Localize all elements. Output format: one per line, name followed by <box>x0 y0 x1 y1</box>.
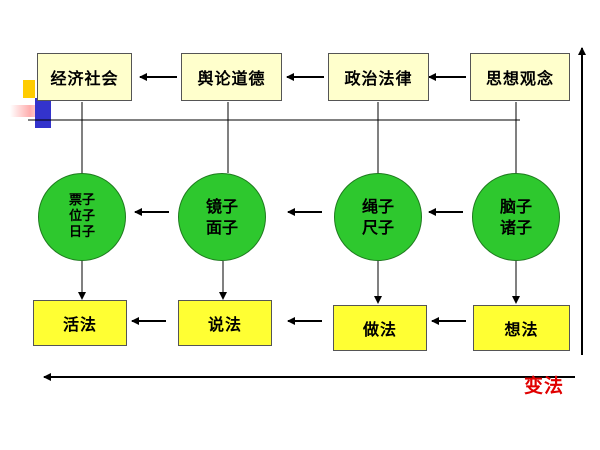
bottom-box-label: 活法 <box>62 315 97 334</box>
decorative-accent <box>10 80 520 128</box>
circle-line: 诸子 <box>499 218 532 237</box>
top-box-economy-society: 经济社会 <box>37 53 132 101</box>
bottom-box-way-of-doing: 做法 <box>333 305 427 351</box>
circle-brain-masters: 脑子 诸子 <box>472 173 560 261</box>
top-box-label: 思想观念 <box>485 69 554 88</box>
bottom-box-way-of-thinking: 想法 <box>473 305 570 351</box>
circle-line: 面子 <box>205 218 238 237</box>
circle-line: 票子 <box>68 193 95 208</box>
circle-line: 镜子 <box>205 197 238 216</box>
vertical-arrows-bottom <box>78 261 520 304</box>
bottom-box-label: 说法 <box>207 315 242 334</box>
top-box-label: 政治法律 <box>344 69 413 88</box>
bottom-box-way-of-saying: 说法 <box>178 300 272 346</box>
bottom-box-label: 想法 <box>504 320 539 339</box>
deco-yellow-block <box>23 80 35 98</box>
deco-blue-block <box>35 98 51 128</box>
top-box-label: 舆论道德 <box>197 69 266 88</box>
circle-money-position-life: 票子 位子 日子 <box>38 173 126 261</box>
circle-mirror-face: 镜子 面子 <box>178 173 266 261</box>
circle-line: 位子 <box>68 209 95 224</box>
change-method-label: 变法 <box>524 375 565 397</box>
circle-rope-ruler: 绳子 尺子 <box>334 173 422 261</box>
circle-line: 脑子 <box>499 197 532 216</box>
top-box-opinion-morality: 舆论道德 <box>181 53 282 101</box>
top-box-politics-law: 政治法律 <box>328 53 429 101</box>
bottom-box-way-of-living: 活法 <box>33 300 127 346</box>
circle-line: 尺子 <box>361 218 394 237</box>
top-box-label: 经济社会 <box>50 69 119 88</box>
vertical-connectors-top <box>81 102 517 173</box>
circle-line: 绳子 <box>361 197 394 216</box>
circle-line: 日子 <box>68 225 95 240</box>
bottom-box-label: 做法 <box>362 320 397 339</box>
top-box-ideas-concepts: 思想观念 <box>470 53 570 101</box>
